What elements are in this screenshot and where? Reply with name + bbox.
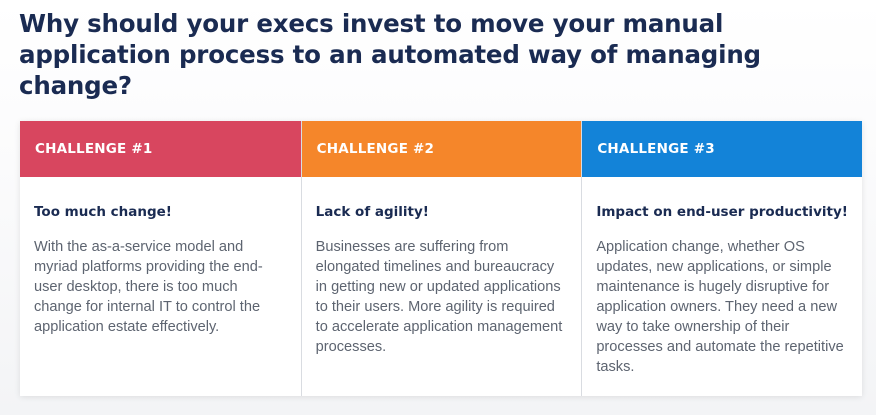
challenge-cards: CHALLENGE #1 Too much change! With the a…: [20, 121, 862, 396]
challenge-text-2: Businesses are suffering from elongated …: [315, 239, 563, 355]
challenge-header-2: CHALLENGE #2: [301, 121, 582, 177]
challenge-body-2: Lack of agility! Businesses are sufferin…: [302, 177, 582, 357]
slide-title: Why should your execs invest to move you…: [19, 9, 761, 100]
challenge-text-1: With the as-a-service model and myriad p…: [34, 239, 263, 335]
challenge-body-1: Too much change! With the as-a-service m…: [20, 177, 301, 337]
challenge-heading-2: Lack of agility!: [315, 204, 429, 220]
challenge-header-1: CHALLENGE #1: [20, 121, 301, 177]
challenge-header-3: CHALLENGE #3: [582, 121, 862, 177]
challenge-card-1: CHALLENGE #1 Too much change! With the a…: [20, 121, 301, 396]
challenge-heading-3: Impact on end-user productivity!: [596, 204, 848, 220]
challenge-heading-1: Too much change!: [34, 204, 172, 220]
challenge-card-3: CHALLENGE #3 Impact on end-user producti…: [581, 121, 862, 396]
challenge-text-3: Application change, whether OS updates, …: [596, 239, 844, 375]
challenge-body-3: Impact on end-user productivity! Applica…: [582, 177, 862, 377]
challenge-card-2: CHALLENGE #2 Lack of agility! Businesses…: [300, 121, 582, 396]
